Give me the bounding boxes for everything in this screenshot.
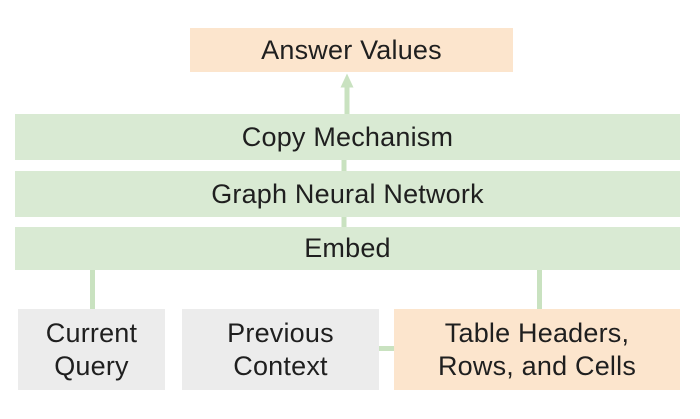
layer-embed: Embed: [15, 227, 680, 270]
layer-graph-neural-network-label: Graph Neural Network: [211, 178, 484, 209]
connector-previous-context-to-table-headers: [375, 346, 396, 351]
connector-gnn-to-embed: [341, 214, 347, 230]
connector-copy-to-gnn: [341, 158, 347, 174]
label-line: Current: [45, 317, 138, 348]
label-line: Table Headers,: [444, 317, 630, 348]
answer-values-box: Answer Values: [190, 28, 513, 72]
input-table-headers-rows-cells-label: Table Headers, Rows, and Cells: [438, 317, 636, 383]
layer-copy-mechanism-label: Copy Mechanism: [241, 121, 454, 152]
answer-values-label: Answer Values: [261, 34, 442, 65]
label-line: Context: [233, 350, 328, 381]
input-current-query-label: Current Query: [46, 317, 137, 383]
input-previous-context: Previous Context: [182, 309, 379, 390]
input-table-headers-rows-cells: Table Headers, Rows, and Cells: [394, 309, 680, 390]
input-current-query: Current Query: [18, 309, 165, 390]
input-previous-context-label: Previous Context: [227, 317, 334, 383]
connector-embed-to-current-query: [90, 266, 95, 312]
label-line: Previous: [227, 317, 334, 348]
label-line: Query: [54, 350, 129, 381]
label-line: Rows, and Cells: [437, 350, 637, 381]
layer-graph-neural-network: Graph Neural Network: [15, 171, 680, 217]
layer-copy-mechanism: Copy Mechanism: [15, 114, 680, 160]
layer-embed-label: Embed: [304, 233, 391, 263]
up-arrow-icon: [340, 73, 354, 115]
connector-embed-to-table-headers: [537, 266, 542, 312]
